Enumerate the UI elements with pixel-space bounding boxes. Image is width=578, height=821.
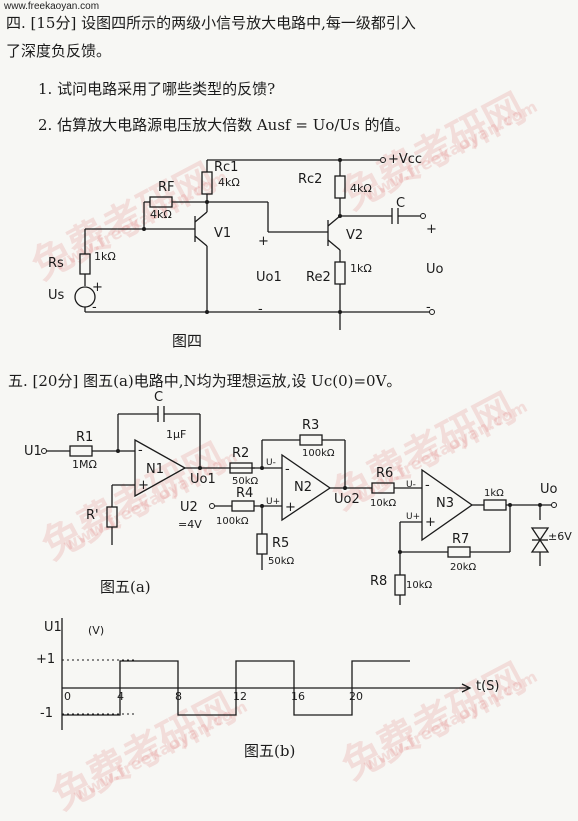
u2-label: U2 bbox=[180, 500, 198, 515]
uo1-plus: + bbox=[258, 234, 269, 249]
rc1-value: 4kΩ bbox=[218, 176, 240, 189]
r4-value: 100kΩ bbox=[216, 516, 249, 527]
c5-label: C bbox=[154, 390, 164, 405]
n3-label: N3 bbox=[436, 496, 454, 511]
n1-plus: + bbox=[138, 478, 149, 493]
n2-uplus-label: U+ bbox=[266, 497, 281, 507]
r-prime-label: R' bbox=[86, 508, 99, 523]
wave-x-label: t(S) bbox=[476, 679, 500, 694]
output-minus: - bbox=[426, 300, 431, 315]
uo2-label: Uo2 bbox=[334, 492, 360, 507]
figure5a-caption: 图五(a) bbox=[100, 578, 151, 596]
uo1-label: Uo1 bbox=[256, 270, 282, 285]
n3-uplus-label: U+ bbox=[406, 512, 421, 522]
r2-label: R2 bbox=[232, 446, 250, 461]
r1-value: 1MΩ bbox=[72, 458, 97, 471]
circuit-diagrams bbox=[41, 157, 557, 730]
r5-value: 50kΩ bbox=[268, 556, 295, 567]
problem4-question1: 1. 试问电路采用了哪些类型的反馈? bbox=[38, 80, 276, 98]
uo1b-label: Uo1 bbox=[190, 472, 216, 487]
r7-value: 20kΩ bbox=[450, 562, 477, 573]
uo5-label: Uo bbox=[540, 482, 558, 497]
r2-value: 50kΩ bbox=[232, 476, 259, 487]
n2-plus: + bbox=[285, 500, 296, 515]
n1-minus: - bbox=[138, 443, 143, 458]
r7-label: R7 bbox=[452, 532, 470, 547]
output-plus: + bbox=[426, 222, 437, 237]
r1-label: R1 bbox=[76, 430, 94, 445]
rc1-label: Rc1 bbox=[214, 160, 239, 175]
wave-ytick-minus1: -1 bbox=[40, 706, 53, 721]
rf-value: 4kΩ bbox=[150, 208, 172, 221]
wave-xtick: 20 bbox=[349, 690, 363, 703]
us-label: Us bbox=[48, 288, 65, 303]
wave-ytick-plus1: +1 bbox=[36, 652, 56, 667]
square-wave-signal bbox=[62, 660, 410, 716]
zener-value: ±6V bbox=[548, 530, 572, 543]
wave-y-unit: (V) bbox=[88, 624, 105, 637]
problem4-line2: 了深度负反馈。 bbox=[6, 42, 112, 60]
figure5b-caption: 图五(b) bbox=[244, 742, 296, 760]
c5-value: 1μF bbox=[166, 428, 187, 441]
rc2-label: Rc2 bbox=[298, 172, 323, 187]
v1-label: V1 bbox=[214, 226, 232, 241]
rc2-value: 4kΩ bbox=[350, 182, 372, 195]
r3-value: 100kΩ bbox=[302, 448, 335, 459]
wave-xtick: 16 bbox=[291, 690, 305, 703]
wave-xtick: 8 bbox=[175, 690, 182, 703]
wave-xtick: 4 bbox=[117, 690, 124, 703]
us-plus: + bbox=[92, 280, 103, 295]
figure5b-axes bbox=[61, 618, 472, 730]
rf-label: RF bbox=[158, 180, 175, 195]
wave-y-label: U1 bbox=[44, 620, 62, 635]
problem4-line1: 四. [15分] 设图四所示的两级小信号放大电路中,每一级都引入 bbox=[6, 14, 416, 32]
r-out-value: 1kΩ bbox=[484, 488, 504, 499]
r5-label: R5 bbox=[272, 536, 290, 551]
us-minus: - bbox=[92, 300, 97, 315]
r6-value: 10kΩ bbox=[370, 498, 397, 509]
n3-minus: - bbox=[425, 478, 430, 493]
n2-minus: - bbox=[285, 462, 290, 477]
site-url: www.freekaoyan.com bbox=[4, 1, 100, 12]
rs-label: Rs bbox=[48, 256, 64, 271]
wave-xtick: 12 bbox=[233, 690, 247, 703]
v2-label: V2 bbox=[346, 228, 364, 243]
u1-label: U1 bbox=[24, 444, 42, 459]
problem4-question2: 2. 估算放大电路源电压放大倍数 Ausf = Uo/Us 的值。 bbox=[38, 116, 410, 134]
problem5-line1: 五. [20分] 图五(a)电路中,N均为理想运放,设 Uc(0)=0V。 bbox=[8, 372, 402, 390]
rs-value: 1kΩ bbox=[94, 250, 116, 263]
r8-label: R8 bbox=[370, 574, 388, 589]
n2-label: N2 bbox=[294, 480, 312, 495]
re2-value: 1kΩ bbox=[350, 262, 372, 275]
r6-label: R6 bbox=[376, 466, 394, 481]
uo1-minus: - bbox=[258, 302, 263, 317]
c-label: C bbox=[396, 196, 406, 211]
vcc-label: +Vcc bbox=[388, 152, 423, 167]
u2-value: =4V bbox=[178, 518, 202, 531]
r4-label: R4 bbox=[236, 486, 254, 501]
wave-origin: 0 bbox=[64, 690, 71, 703]
figure4-circuit bbox=[74, 157, 435, 330]
uo-label: Uo bbox=[426, 262, 444, 277]
figure4-caption: 图四 bbox=[172, 332, 203, 350]
re2-label: Re2 bbox=[306, 270, 331, 285]
figure5a-circuit bbox=[41, 406, 557, 605]
n3-plus: + bbox=[425, 515, 436, 530]
r8-value: 10kΩ bbox=[406, 580, 433, 591]
n3-uminus-label: U- bbox=[406, 480, 416, 490]
r3-label: R3 bbox=[302, 418, 320, 433]
n1-label: N1 bbox=[146, 462, 164, 477]
n2-uminus-label: U- bbox=[266, 458, 276, 468]
